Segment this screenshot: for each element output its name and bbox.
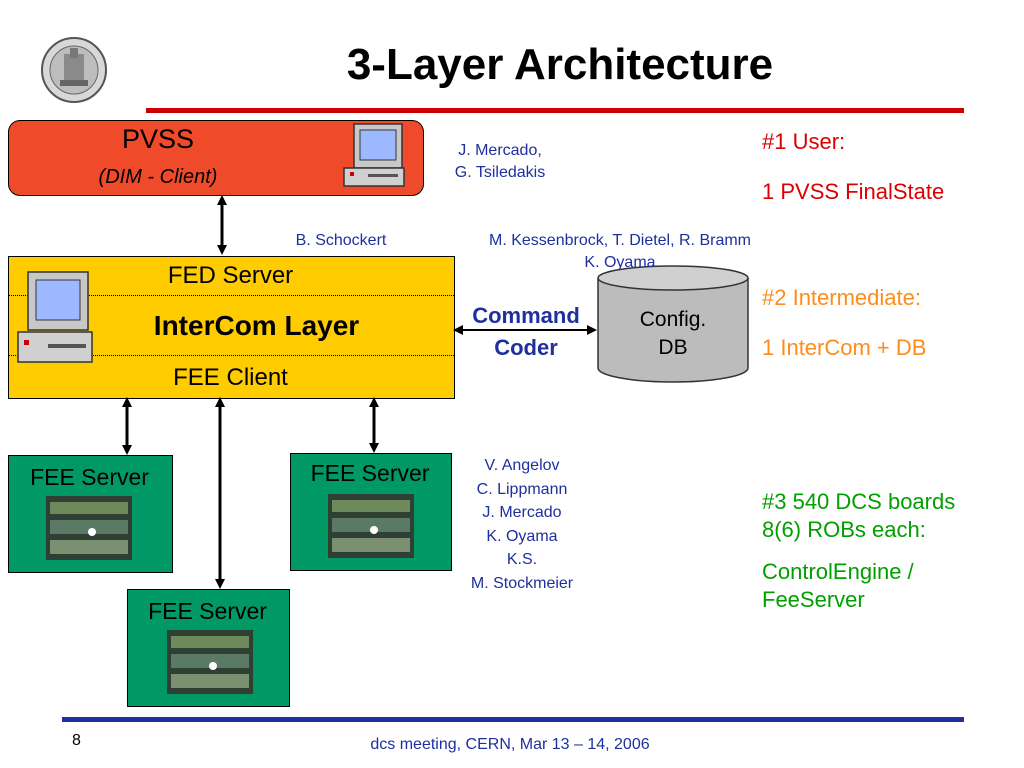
fed-author: B. Schockert — [295, 232, 387, 249]
database-icon — [596, 264, 750, 384]
page-number: 8 — [72, 732, 81, 749]
intercom-authors: M. Kessenbrock, T. Dietel, R. Bramm K. O… — [489, 232, 751, 271]
config-db-label: Config. DB — [639, 308, 707, 359]
fee-server-label-2: FEE Server — [310, 460, 430, 486]
fed-server-label: FED Server — [167, 262, 294, 289]
board-photo-icon — [328, 494, 414, 558]
pvss-subtitle: (DIM - Client) — [98, 166, 218, 188]
footer-divider — [62, 717, 964, 722]
pvss-title: PVSS — [121, 124, 195, 154]
note-boards: #3 540 DCS boards 8(6) ROBs each: Contro… — [762, 489, 956, 612]
university-seal-icon — [40, 36, 108, 104]
slide-title: 3-Layer Architecture — [346, 40, 774, 89]
computer-icon — [338, 122, 410, 190]
note-intermediate: #2 Intermediate: 1 InterCom + DB — [762, 285, 927, 360]
board-photo-icon — [46, 496, 132, 560]
footer-text: dcs meeting, CERN, Mar 13 – 14, 2006 — [370, 736, 650, 753]
note-user: #1 User: 1 PVSS FinalState — [762, 129, 945, 204]
fee-server-label-1: FEE Server — [30, 464, 149, 490]
board-photo-icon — [167, 630, 253, 694]
fee-authors: V. Angelov C. Lippmann J. Mercado K. Oya… — [470, 457, 574, 592]
fee-client-label: FEE Client — [173, 364, 288, 391]
pvss-authors: J. Mercado, G. Tsiledakis — [454, 142, 546, 181]
title-underline — [146, 108, 964, 113]
fee-server-label-3: FEE Server — [148, 598, 267, 624]
intercom-layer-label: InterCom Layer — [153, 310, 360, 341]
command-coder-label: Command Coder — [472, 303, 580, 360]
computer-icon — [14, 268, 96, 368]
